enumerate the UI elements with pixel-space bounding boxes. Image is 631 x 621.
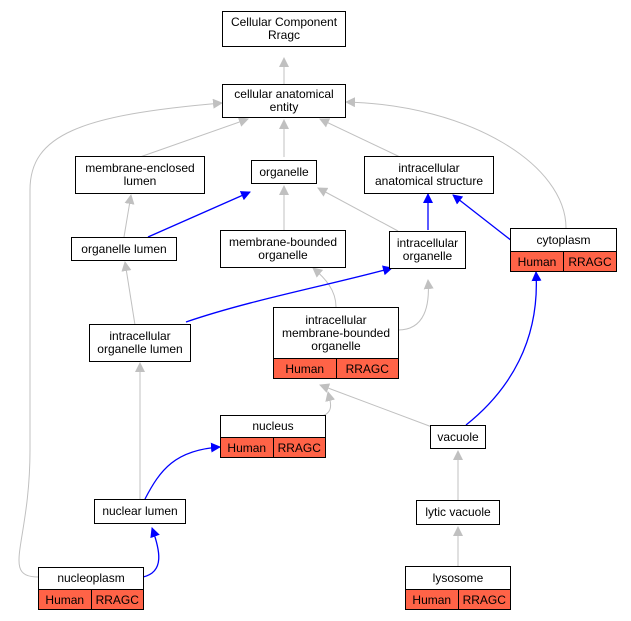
edge-mel-to-cae	[139, 117, 249, 158]
edge-cyto-to-cae	[345, 97, 567, 229]
node-cytoplasm[interactable]: cytoplasm Human RRAGC	[510, 228, 617, 272]
species-cell: Human	[274, 359, 336, 378]
gene-cell: RRAGC	[90, 590, 143, 609]
species-cell: Human	[511, 252, 563, 271]
node-title: nucleus	[252, 419, 294, 433]
edge-nucleoplasm-partof-nl	[142, 527, 160, 578]
edge-vac-to-imbo	[319, 383, 433, 428]
node-intracellular-anatomical-structure[interactable]: intracellular anatomical structure	[364, 156, 494, 194]
edge-io-to-org	[317, 187, 399, 232]
node-cellular-component-rragc[interactable]: Cellular Component Rragc	[222, 11, 346, 47]
edge-imbo-to-mbo	[312, 267, 337, 308]
node-lysosome[interactable]: lysosome Human RRAGC	[405, 566, 511, 610]
edge-iol-to-ol	[121, 261, 136, 326]
annotation-row: Human RRAGC	[39, 589, 143, 609]
node-vacuole[interactable]: vacuole	[430, 425, 486, 449]
node-nucleoplasm[interactable]: nucleoplasm Human RRAGC	[38, 567, 144, 610]
node-title: cytoplasm	[536, 232, 591, 247]
gene-cell: RRAGC	[272, 438, 325, 457]
node-intracellular-organelle[interactable]: intracellular organelle	[389, 231, 466, 269]
node-title: intracellular membrane-bounded organelle	[281, 312, 391, 353]
annotation-row: Human RRAGC	[274, 358, 398, 378]
edge-nucleoplasm-to-cae	[18, 98, 223, 578]
species-cell: Human	[221, 438, 273, 457]
edge-ol-partof-org	[147, 191, 251, 238]
edge-iol-partof-io	[185, 265, 393, 323]
edge-cyto-partof-ias	[452, 194, 513, 242]
node-title: nucleoplasm	[57, 571, 125, 585]
species-cell: Human	[39, 590, 91, 609]
node-title: lysosome	[432, 570, 484, 585]
species-cell: Human	[406, 590, 458, 609]
edge-vac-partof-cyto	[465, 271, 542, 426]
node-lytic-vacuole[interactable]: lytic vacuole	[416, 500, 500, 525]
node-intracellular-membrane-bounded-organelle[interactable]: intracellular membrane-bounded organelle…	[273, 307, 399, 379]
node-cellular-anatomical-entity[interactable]: cellular anatomical entity	[222, 84, 346, 118]
edge-ol-to-mel	[123, 194, 135, 238]
node-intracellular-organelle-lumen[interactable]: intracellular organelle lumen	[89, 324, 191, 362]
node-membrane-enclosed-lumen[interactable]: membrane-enclosed lumen	[75, 156, 205, 194]
node-organelle[interactable]: organelle	[251, 160, 317, 184]
node-nuclear-lumen[interactable]: nuclear lumen	[94, 499, 186, 524]
edge-ias-to-cae	[319, 118, 401, 158]
annotation-row: Human RRAGC	[511, 251, 616, 271]
gene-cell: RRAGC	[457, 590, 510, 609]
node-membrane-bounded-organelle[interactable]: membrane-bounded organelle	[220, 230, 346, 268]
edge-nl-partof-nucleus	[144, 442, 221, 500]
node-organelle-lumen[interactable]: organelle lumen	[71, 237, 177, 261]
annotation-row: Human RRAGC	[406, 589, 510, 609]
edge-nucleus-to-imbo	[321, 391, 336, 417]
annotation-row: Human RRAGC	[221, 437, 325, 457]
gene-cell: RRAGC	[563, 252, 616, 271]
node-nucleus[interactable]: nucleus Human RRAGC	[220, 415, 326, 458]
gene-cell: RRAGC	[335, 359, 398, 378]
edge-imbo-to-io	[397, 279, 434, 331]
